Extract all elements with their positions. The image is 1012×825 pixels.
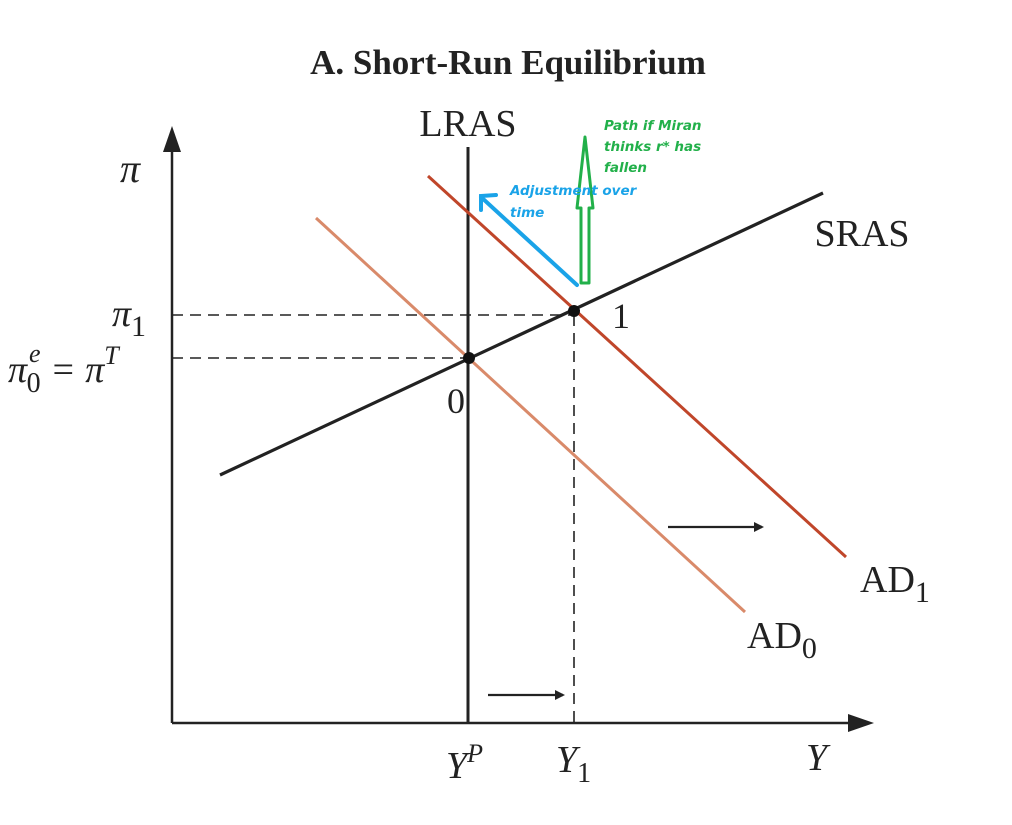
equilibrium-point-0 <box>463 352 475 364</box>
sras-label: SRAS <box>814 213 909 255</box>
point-1-label: 1 <box>612 296 630 336</box>
diagram-title: A. Short-Run Equilibrium <box>310 43 706 82</box>
ad0-line <box>314 216 747 614</box>
equilibrium-point-1 <box>568 305 580 317</box>
y-axis <box>163 126 181 723</box>
adjustment-annotation: Adjustment over time <box>509 183 641 221</box>
miran-path-arrow <box>575 135 595 285</box>
x-axis <box>172 714 874 732</box>
x-axis-label: Y <box>806 737 831 779</box>
ad1-line <box>426 174 848 559</box>
pi1-tick-label: π1 <box>112 293 146 343</box>
lras-label: LRAS <box>419 103 516 145</box>
adjustment-arrow <box>479 193 579 287</box>
y-axis-label: π <box>120 146 141 191</box>
yp-tick-label: YP <box>446 739 483 787</box>
ad1-label: AD1 <box>860 559 930 609</box>
point-0-label: 0 <box>447 381 465 421</box>
sras-line <box>219 191 824 477</box>
miran-annotation: Path if Miran thinks r* has fallen <box>604 118 706 176</box>
y1-tick-label: Y1 <box>556 739 591 789</box>
ad0-label: AD0 <box>747 615 817 665</box>
